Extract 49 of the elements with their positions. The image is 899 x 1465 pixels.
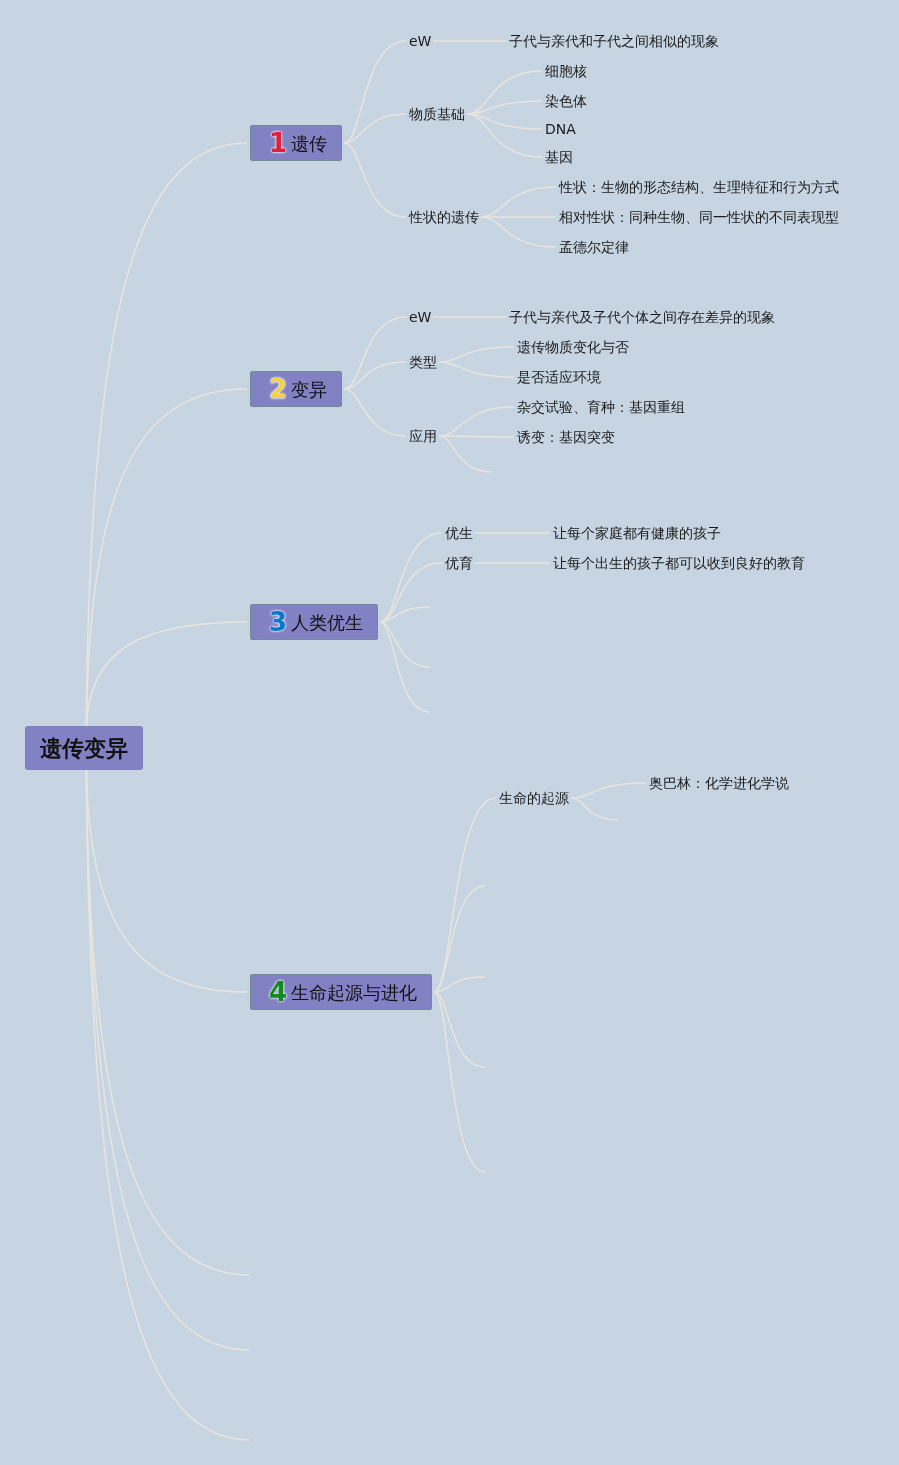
topic-title: 生命起源与进化 [291,980,418,1005]
branch-line [343,40,407,144]
branch-text: eW [409,307,432,327]
branch-text: DNA [545,119,576,139]
branch-text: 性状的遗传 [409,207,479,227]
branch-text: 性状：生物的形态结构、生理特征和行为方式 [559,177,839,197]
branch-line [379,621,431,713]
branch-text: 子代与亲代及子代个体之间存在差异的现象 [509,307,775,327]
branch-text: 物质基础 [409,104,465,124]
topic-box [250,371,343,407]
branch-text: 细胞核 [545,61,587,81]
branch-text: 让每个家庭都有健康的孩子 [553,523,721,543]
branch-line [438,361,515,378]
branch-text: 子代与亲代和子代之间相似的现象 [509,31,719,51]
branch-text: 诱变：基因突变 [517,427,615,447]
branch-line [343,388,407,437]
branch-text: 生命的起源 [499,788,569,808]
number-marker: 4 [269,979,288,1005]
branch-text: 奥巴林：化学进化学说 [649,773,789,793]
branch-text: 优生 [445,523,473,543]
branch-text: 相对性状：同种生物、同一性状的不同表现型 [559,207,839,227]
branch-line [433,991,486,1173]
branch-line [85,621,248,727]
branch-text: 类型 [409,352,437,372]
branch-text: 让每个出生的孩子都可以收到良好的教育 [553,553,805,573]
topic-box [250,125,343,161]
number-marker: 1 [269,130,288,156]
number-marker: 2 [269,376,288,402]
topic-title: 遗传 [291,131,328,156]
branch-line [570,782,647,799]
number-marker: 3 [269,609,288,635]
topic-title: 人类优生 [291,610,364,635]
branch-text: 基因 [545,147,573,167]
branch-line [438,435,493,473]
branch-text: 优育 [445,553,473,573]
topic-box [250,974,433,1010]
branch-line [343,142,407,218]
branch-text: 杂交试验、育种：基因重组 [517,397,685,417]
branch-line [570,797,619,821]
branch-text: 应用 [409,426,437,446]
branch-text: 染色体 [545,91,587,111]
central-topic: 遗传变异 [25,726,143,770]
topic-title: 变异 [291,377,328,402]
branch-text: eW [409,31,432,51]
branch-line [433,991,486,1068]
topic-box [250,604,379,640]
branch-text: 孟德尔定律 [559,237,629,257]
branch-text: 是否适应环境 [517,367,601,387]
branch-text: 遗传物质变化与否 [517,337,629,357]
